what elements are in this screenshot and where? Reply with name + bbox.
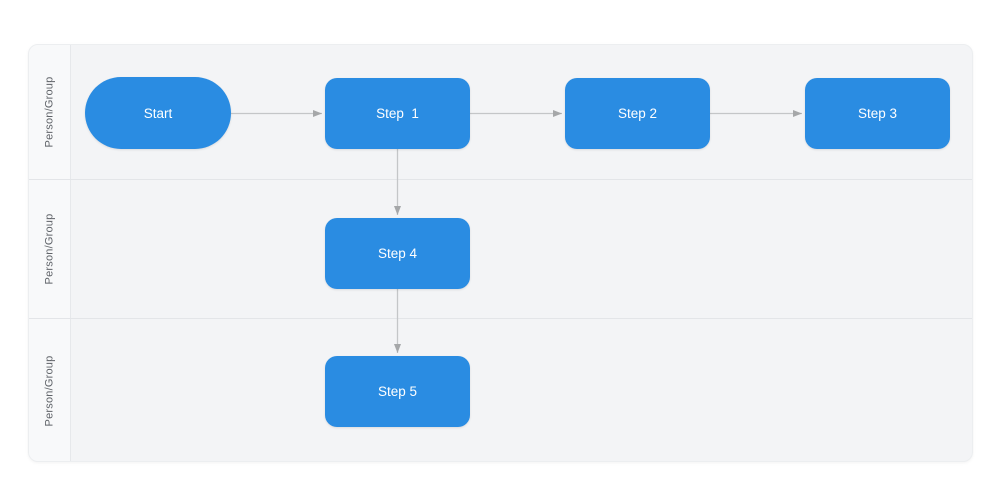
shape-step4[interactable]: Step 4 <box>325 218 470 289</box>
lane-header-3: Person/Group <box>29 319 71 461</box>
shape-label: Step 1 <box>376 106 419 121</box>
lane-header-1: Person/Group <box>29 45 71 179</box>
shape-label: Step 4 <box>377 246 418 261</box>
shape-label: Step 3 <box>857 106 898 121</box>
swimlane-row-3: Person/Group <box>29 318 972 461</box>
swimlane-row-2: Person/Group <box>29 179 972 318</box>
shape-step3[interactable]: Step 3 <box>805 78 950 149</box>
shape-step2[interactable]: Step 2 <box>565 78 710 149</box>
lane-label: Person/Group <box>43 76 56 148</box>
lane-label: Person/Group <box>43 213 56 285</box>
shape-step5[interactable]: Step 5 <box>325 356 470 427</box>
shape-label: Start <box>143 105 173 121</box>
lane-header-2: Person/Group <box>29 180 71 318</box>
shape-label: Step 2 <box>617 106 658 121</box>
shape-step1[interactable]: Step 1 <box>325 78 470 149</box>
shape-start[interactable]: Start <box>85 77 231 149</box>
swimlane-row-1: Person/Group <box>29 45 972 179</box>
lane-label: Person/Group <box>43 355 56 427</box>
shape-label: Step 5 <box>377 384 418 399</box>
